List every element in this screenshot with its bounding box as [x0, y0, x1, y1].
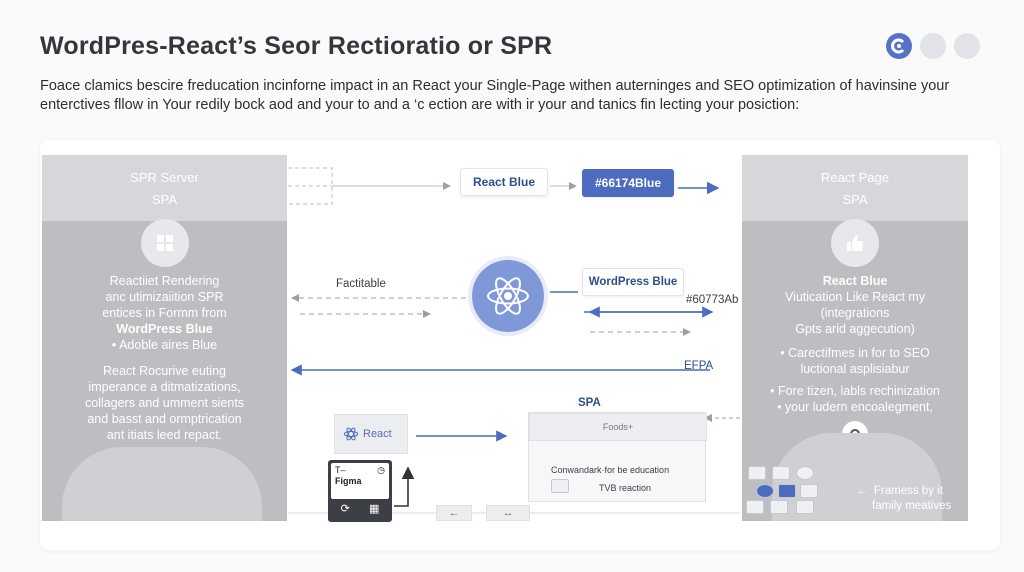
app-icon-5[interactable]: [778, 484, 796, 498]
figma-top-label: T–: [335, 465, 346, 475]
factitable-label: Factitable: [336, 278, 386, 290]
app-icon-7[interactable]: [746, 500, 764, 514]
app-icon-8[interactable]: [770, 500, 788, 514]
app-icon-4[interactable]: [756, 484, 774, 498]
screen-topbar: Foods+: [529, 413, 707, 441]
right-text: (integrations: [820, 306, 890, 320]
spr-server-panel: SPR Server SPA Reactiiet Rendering anc u…: [42, 155, 287, 521]
grid-small-icon[interactable]: ▦: [369, 503, 380, 515]
left-text: React Rocurive euting: [103, 364, 226, 378]
page-title: WordPres-React’s Seor Rectioratio or SPR: [40, 32, 553, 60]
left-text: entices in Formm from: [102, 306, 227, 320]
right-head-1: React Page: [821, 170, 889, 185]
back-arrow-button[interactable]: ←: [436, 505, 472, 521]
right-bullet: • your ludern encoalegment,: [777, 400, 933, 414]
left-text: Reactiiet Rendering: [109, 274, 220, 288]
left-bullet: • Adoble aires Blue: [111, 338, 218, 352]
circle-control-2[interactable]: [954, 33, 980, 59]
wordpress-blue-box[interactable]: WordPress Blue: [582, 268, 684, 296]
react-page-panel: React Page SPA React Blue Viutication Li…: [742, 155, 968, 521]
efpa-label: EFPA: [684, 360, 714, 372]
right-bullet: luctional asplisiabur: [800, 362, 910, 376]
app-icon-3[interactable]: [796, 466, 814, 480]
app-icon-6[interactable]: [800, 484, 818, 498]
react-chip-label: React: [363, 428, 392, 440]
right-bullet: • Fore tizen, labls rechinization: [770, 384, 940, 398]
left-head-1: SPR Server: [130, 170, 199, 185]
react-small-icon: [343, 427, 359, 441]
comment-icon: [551, 479, 569, 493]
app-icon-2[interactable]: [772, 466, 790, 480]
window-controls: [886, 33, 980, 59]
right-text: Gpts arid aggecution): [795, 322, 915, 336]
hex-label: #60773Ab: [686, 294, 739, 306]
grid-icon: [140, 219, 189, 267]
left-panel-body: Reactiiet Rendering anc utimizaiition SP…: [42, 219, 287, 443]
screen-text-1: Conwandark·for be education: [551, 465, 670, 475]
screen-title: Foods+: [602, 422, 634, 432]
left-text: imperance a ditmatizations,: [88, 380, 241, 394]
frames-note: ← Framess by it family meatives: [856, 484, 951, 514]
react-atom-icon[interactable]: [472, 260, 544, 332]
cloud-shape: [62, 447, 262, 521]
spa-label: SPA: [578, 397, 601, 409]
react-blue-box[interactable]: React Blue: [460, 168, 548, 196]
figma-widget[interactable]: T– ◷ Figma ⟳ ▦: [328, 460, 392, 522]
swap-arrow-button[interactable]: ↔: [486, 505, 530, 521]
refresh-icon[interactable]: ⟳: [340, 503, 350, 515]
left-panel-header: SPR Server SPA: [42, 155, 287, 221]
brand-c-icon[interactable]: [886, 33, 912, 59]
app-icon-1[interactable]: [748, 466, 766, 480]
hex-blue-box[interactable]: #66174Blue: [582, 169, 674, 197]
intro-line-2: enterctives fllow in Your redily bock ao…: [40, 97, 800, 113]
spa-screen: Foods+ Conwandark·for be education TVB r…: [528, 412, 707, 502]
right-head-2: SPA: [842, 192, 868, 207]
left-text: anc utimizaiition SPR: [105, 290, 224, 304]
left-arrow-icon: ←: [856, 485, 874, 497]
right-bullet: • Carectifmes in for to SEO: [780, 346, 930, 360]
left-head-2: SPA: [151, 192, 178, 207]
frames-note-line-1: Framess by it: [873, 485, 943, 497]
left-text: collagers and umment sients: [84, 396, 245, 410]
left-text: ant itiats leed repact.: [106, 428, 223, 442]
screen-text-2: TVB reaction: [599, 483, 652, 493]
right-strong: React Blue: [822, 274, 888, 288]
left-strong: WordPress Blue: [116, 322, 213, 336]
right-panel-header: React Page SPA: [742, 155, 968, 221]
thumbs-up-icon: [831, 219, 879, 267]
intro-text: Foace clamics bescire freducation incinf…: [40, 77, 990, 115]
intro-line-1: Foace clamics bescire freducation incinf…: [40, 78, 950, 94]
left-text: and basst and ormptrication: [87, 412, 242, 426]
circle-control-1[interactable]: [920, 33, 946, 59]
react-chip[interactable]: React: [334, 414, 408, 454]
app-icon-9[interactable]: [796, 500, 814, 514]
clock-icon: ◷: [377, 465, 385, 475]
figma-label: Figma: [335, 476, 362, 486]
frames-note-line-2: family meatives: [872, 500, 952, 512]
right-text: Viutication Like React my: [784, 290, 926, 304]
